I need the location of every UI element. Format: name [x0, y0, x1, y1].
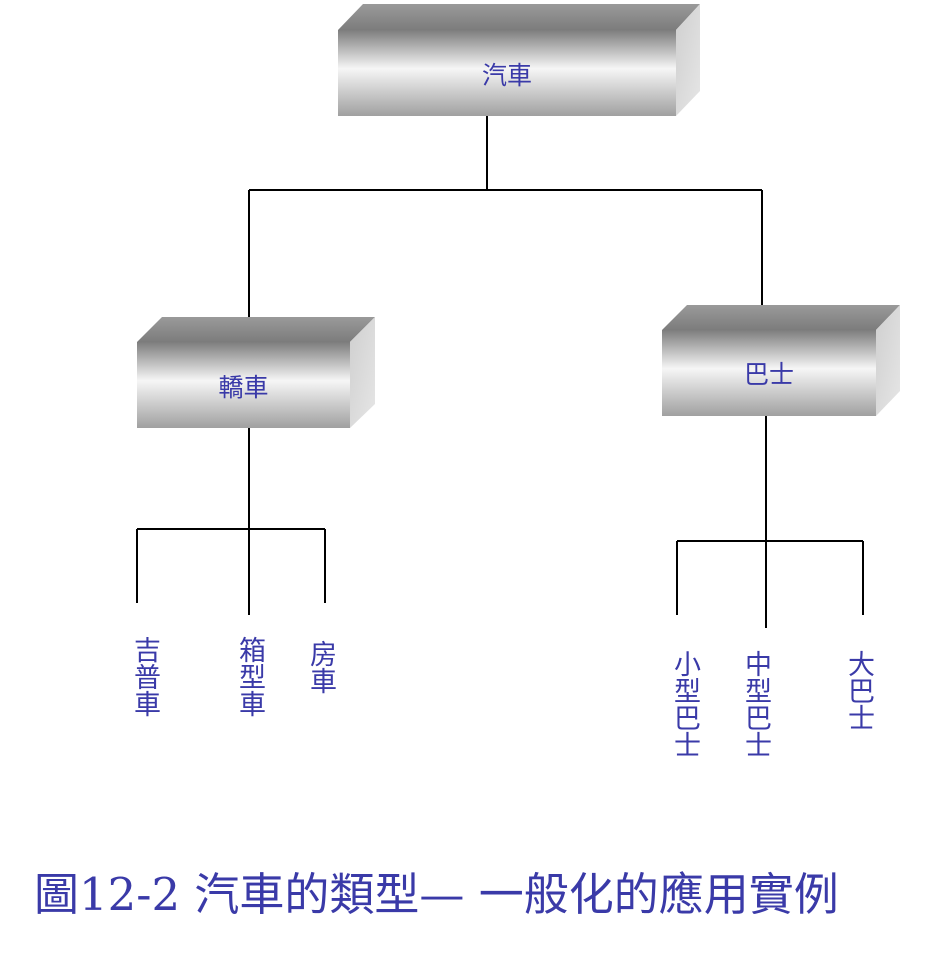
node-box-root-side	[676, 4, 700, 116]
leaf-label-saloon: 房車	[305, 640, 336, 694]
node-label-root: 汽車	[481, 61, 532, 90]
node-box-bus-top	[662, 305, 900, 330]
node-box-root-top	[338, 4, 700, 30]
node-box-sedan-side	[350, 317, 375, 428]
leaf-label-midbus: 中型巴士	[740, 650, 771, 758]
leaf-label-van: 箱型車	[234, 636, 265, 717]
figure-caption: 圖12-2 汽車的類型— 一般化的應用實例	[34, 868, 839, 921]
node-box-bus-side	[876, 305, 900, 416]
node-box-root-face	[338, 30, 676, 116]
node-box-bus	[662, 305, 900, 416]
node-box-sedan	[137, 317, 375, 428]
node-box-sedan-top	[137, 317, 375, 342]
node-label-bus: 巴士	[743, 360, 794, 389]
node-label-sedan: 轎車	[218, 373, 269, 402]
leaf-label-minibus: 小型巴士	[669, 650, 700, 758]
connectors	[136, 116, 864, 628]
leaf-label-bigbus: 大巴士	[843, 650, 874, 731]
leaf-label-jeep: 吉普車	[129, 636, 160, 717]
node-box-sedan-face	[137, 342, 350, 428]
node-box-root	[338, 4, 700, 116]
node-box-bus-face	[662, 330, 876, 416]
